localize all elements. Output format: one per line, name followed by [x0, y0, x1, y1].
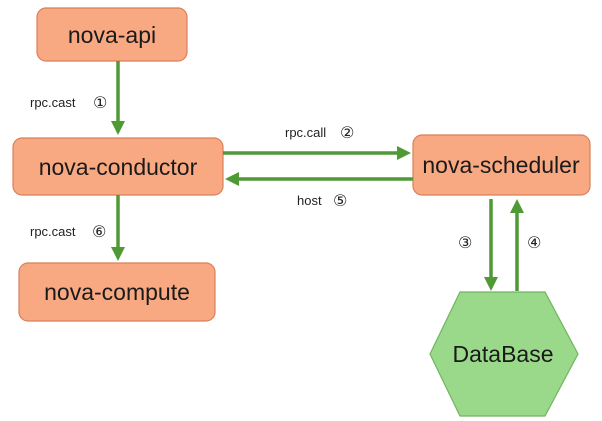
edge-api-to-conductor-arrowhead	[111, 121, 125, 135]
node-nova-api-label: nova-api	[68, 22, 156, 48]
node-database-label: DataBase	[452, 341, 553, 367]
edge-conductor-to-scheduler-step: ②	[340, 123, 354, 142]
edge-conductor-to-compute-label: rpc.cast	[30, 224, 76, 239]
edge-scheduler-to-conductor-label: host	[297, 193, 322, 208]
edge-api-to-conductor-label: rpc.cast	[30, 95, 76, 110]
edge-database-to-scheduler-arrowhead	[510, 199, 524, 213]
edge-scheduler-to-database-arrowhead	[484, 277, 498, 291]
edge-database-to-scheduler-step: ④	[527, 233, 541, 252]
edge-conductor-to-scheduler-arrowhead	[397, 146, 411, 160]
edge-scheduler-to-database: ③	[458, 199, 498, 291]
edge-conductor-to-scheduler-label: rpc.call	[285, 125, 326, 140]
edge-scheduler-to-database-step: ③	[458, 233, 472, 252]
edge-conductor-to-scheduler: rpc.call ②	[223, 123, 411, 160]
edge-conductor-to-compute: rpc.cast ⑥	[30, 195, 125, 261]
node-nova-compute-label: nova-compute	[44, 279, 190, 305]
edge-database-to-scheduler: ④	[510, 199, 541, 291]
node-nova-api: nova-api	[36, 7, 188, 62]
node-database: DataBase	[429, 291, 579, 417]
node-nova-conductor: nova-conductor	[12, 137, 224, 196]
edge-scheduler-to-conductor-arrowhead	[225, 172, 239, 186]
edge-api-to-conductor-step: ①	[93, 93, 107, 112]
edge-scheduler-to-conductor: host ⑤	[225, 172, 413, 210]
edge-conductor-to-compute-step: ⑥	[92, 222, 106, 241]
edge-scheduler-to-conductor-step: ⑤	[333, 191, 347, 210]
node-nova-scheduler-label: nova-scheduler	[422, 152, 580, 178]
node-nova-compute: nova-compute	[18, 262, 216, 322]
edge-api-to-conductor: rpc.cast ①	[30, 61, 125, 135]
edge-conductor-to-compute-arrowhead	[111, 247, 125, 261]
node-nova-scheduler: nova-scheduler	[412, 134, 591, 196]
node-nova-conductor-label: nova-conductor	[39, 154, 198, 180]
